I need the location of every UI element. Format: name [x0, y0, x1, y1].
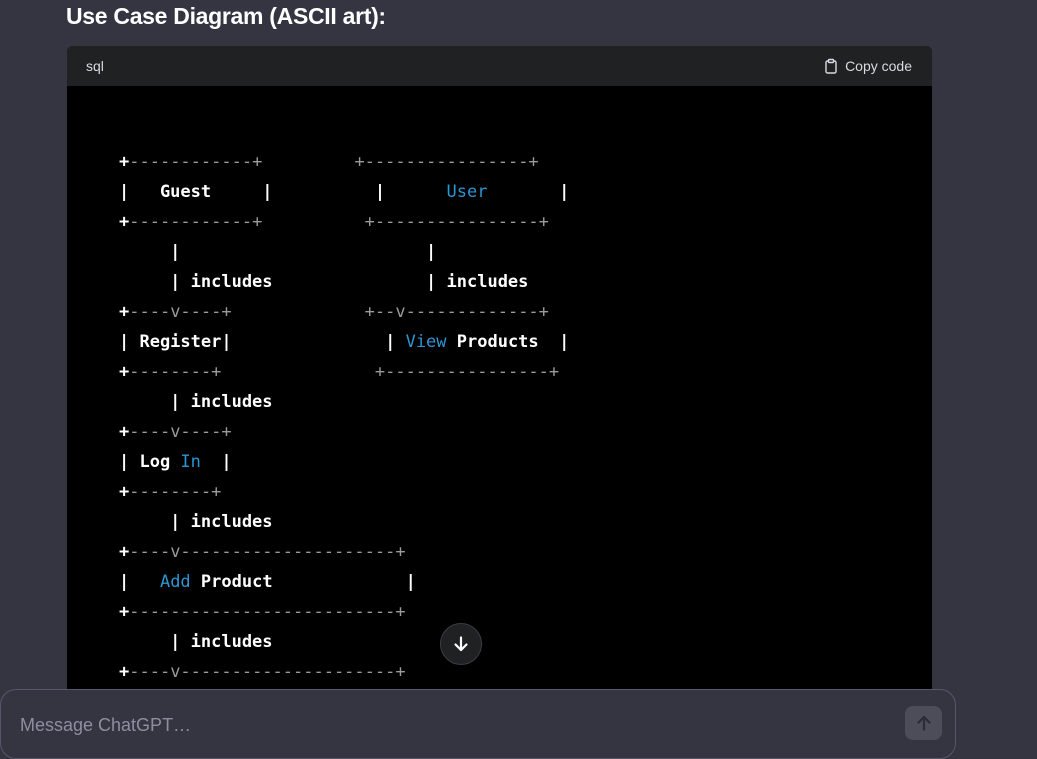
code-text: | includes	[119, 632, 273, 652]
code-line: +------------+ +----------------+	[119, 212, 549, 232]
code-language-label: sql	[86, 58, 104, 74]
code-text: +--v-------------+	[364, 302, 549, 322]
code-text: Product |	[190, 572, 416, 592]
code-text	[221, 362, 375, 382]
code-line: | includes	[119, 632, 273, 652]
code-text: +	[119, 542, 130, 562]
message-composer	[0, 689, 956, 759]
code-text: +	[119, 212, 130, 232]
arrow-down-icon	[454, 636, 468, 652]
code-text: |	[119, 572, 160, 592]
code-text: +	[119, 602, 130, 622]
code-text: --------+	[129, 482, 222, 502]
code-text: | includes	[119, 392, 273, 412]
code-text	[262, 212, 364, 232]
code-text: ----v----+	[129, 302, 232, 322]
section-heading: Use Case Diagram (ASCII art):	[66, 3, 386, 29]
code-text: ------------+	[129, 152, 263, 172]
code-line: +--------+ +----------------+	[119, 362, 559, 382]
code-text: | |	[119, 242, 437, 262]
code-text: +	[119, 302, 130, 322]
code-text: --------------------------+	[129, 602, 406, 622]
code-keyword: View	[405, 332, 447, 352]
code-line: +----v---------------------+	[119, 662, 406, 682]
copy-code-button[interactable]: Copy code	[823, 58, 912, 74]
scroll-to-bottom-button[interactable]	[440, 623, 482, 665]
code-text: +----------------+	[374, 362, 560, 382]
code-line: +--------+	[119, 482, 221, 502]
message-input[interactable]	[18, 714, 882, 737]
code-line: | includes | includes	[119, 272, 528, 292]
code-text: | includes | includes	[119, 272, 529, 292]
code-text: --------+	[129, 362, 222, 382]
code-line: | |	[119, 242, 436, 262]
code-line: | Add Product |	[119, 572, 416, 592]
copy-code-label: Copy code	[845, 58, 912, 74]
code-line: +------------+ +----------------+	[119, 152, 539, 172]
code-line: +----v----+	[119, 422, 232, 442]
code-text: +----------------+	[354, 152, 539, 172]
code-line: | Log In |	[119, 452, 232, 472]
code-text: |	[487, 182, 570, 202]
code-line: | Guest | | User |	[119, 182, 569, 202]
code-line: | Register| | View Products |	[119, 332, 569, 352]
code-text: | includes	[119, 512, 273, 532]
send-button[interactable]	[905, 706, 942, 740]
code-text: +----------------+	[364, 212, 549, 232]
code-keyword: User	[446, 182, 488, 202]
code-text	[232, 302, 365, 322]
code-text: | Log	[119, 452, 181, 472]
code-text	[262, 152, 354, 172]
code-line: | includes	[119, 392, 273, 412]
arrow-up-icon	[916, 715, 931, 731]
code-text: +	[119, 482, 130, 502]
code-keyword: In	[180, 452, 201, 472]
code-line: +----v----+ +--v-------------+	[119, 302, 549, 322]
code-header: sql Copy code	[67, 46, 932, 86]
code-line: +--------------------------+	[119, 602, 406, 622]
clipboard-icon	[825, 58, 837, 74]
code-text: +	[119, 152, 130, 172]
code-text: | Register| |	[119, 332, 406, 352]
code-text: ----v----+	[129, 422, 232, 442]
code-text: |	[200, 452, 232, 472]
code-text: +	[119, 662, 130, 682]
code-text: Products |	[446, 332, 570, 352]
code-text: ----v---------------------+	[129, 662, 406, 682]
code-text: +	[119, 422, 130, 442]
code-keyword: Add	[159, 572, 191, 592]
code-text: ------------+	[129, 212, 263, 232]
code-line: | includes	[119, 512, 273, 532]
code-text: | Guest | |	[119, 182, 447, 202]
code-line: +----v---------------------+	[119, 542, 406, 562]
code-text: +	[119, 362, 130, 382]
code-text: ----v---------------------+	[129, 542, 406, 562]
code-block: sql Copy code +------------+ +----------…	[67, 46, 932, 706]
